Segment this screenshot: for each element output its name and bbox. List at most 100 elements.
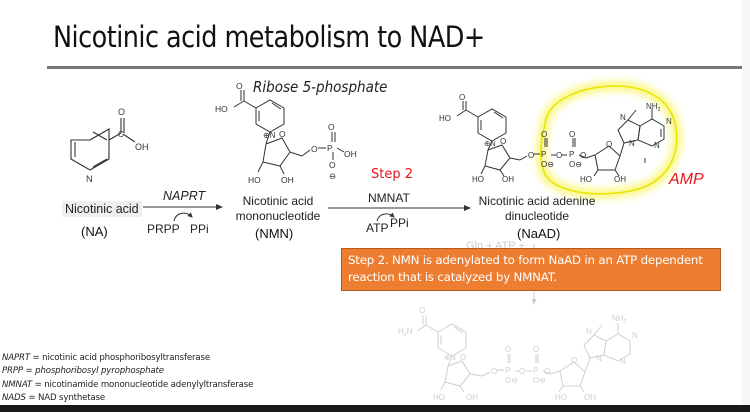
- abbreviation-legend: NAPRT = nicotinic acid phosphoribosyltra…: [2, 352, 253, 405]
- prpp-substrate-label: PRPP: [147, 222, 180, 236]
- legend-row-naprt: NAPRT = nicotinic acid phosphoribosyltra…: [2, 353, 210, 363]
- svg-text:HO: HO: [433, 393, 445, 402]
- nmn-abbreviation: (NMN): [255, 226, 294, 241]
- svg-text:OH: OH: [281, 175, 294, 185]
- svg-text:⊕N: ⊕N: [263, 131, 276, 140]
- atp-substrate-label: ATP: [366, 221, 389, 235]
- svg-text:O: O: [459, 93, 465, 102]
- svg-text:N: N: [620, 357, 626, 366]
- chemical-structures-diagram: O C OH N O HO: [70, 81, 682, 402]
- svg-text:H2N: H2N: [398, 327, 413, 338]
- ppi-product-label-2: PPi: [390, 216, 409, 230]
- svg-text:O: O: [419, 306, 425, 315]
- svg-text:C: C: [118, 130, 124, 139]
- nmn-atom-labels: O HO ⊕N O O P O OH O ⊖ HO OH: [215, 81, 357, 185]
- svg-text:OH: OH: [614, 175, 626, 184]
- naad-structure: [456, 101, 665, 177]
- svg-text:O: O: [505, 345, 511, 354]
- svg-text:OH: OH: [135, 142, 149, 152]
- svg-text:P: P: [327, 143, 333, 153]
- amp-label: AMP: [669, 171, 704, 188]
- svg-text:O: O: [118, 107, 125, 117]
- svg-text:N: N: [632, 331, 638, 340]
- svg-text:O⊖: O⊖: [569, 160, 582, 169]
- svg-text:P: P: [569, 150, 574, 159]
- svg-text:HO: HO: [215, 104, 228, 114]
- svg-text:O: O: [533, 345, 539, 354]
- svg-text:O: O: [541, 130, 547, 139]
- svg-text:O: O: [279, 129, 286, 139]
- svg-text:O: O: [311, 144, 318, 154]
- svg-text:OH: OH: [344, 149, 357, 159]
- reaction-arrow-2: [328, 205, 471, 222]
- svg-text:O: O: [606, 140, 612, 149]
- svg-text:O: O: [329, 160, 336, 170]
- svg-text:OH: OH: [466, 393, 478, 402]
- svg-text:O: O: [519, 367, 525, 376]
- svg-text:O: O: [569, 130, 575, 139]
- naprt-enzyme-label: NAPRT: [163, 189, 206, 203]
- svg-text:NH2: NH2: [612, 314, 627, 325]
- nicotinic-acid-structure: [70, 118, 136, 171]
- svg-text:O: O: [571, 356, 577, 365]
- nad-faded-structure: [416, 315, 631, 393]
- svg-text:O: O: [580, 151, 586, 160]
- svg-text:N: N: [620, 113, 626, 122]
- svg-text:N: N: [629, 139, 635, 148]
- svg-text:HO: HO: [248, 175, 261, 185]
- nmn-label-line2: mononucleotide: [235, 209, 321, 223]
- svg-text:O: O: [328, 122, 335, 132]
- slide-title: Nicotinic acid metabolism to NAD+: [53, 20, 485, 54]
- svg-text:OH: OH: [584, 393, 596, 402]
- nicotinic-acid-label: Nicotinic acid: [62, 201, 142, 217]
- svg-text:P: P: [505, 366, 510, 375]
- bottom-black-bar: [0, 405, 750, 412]
- svg-text:N: N: [654, 141, 660, 150]
- svg-text:O: O: [500, 137, 506, 146]
- svg-text:HO: HO: [580, 175, 592, 184]
- svg-text:O⊖: O⊖: [541, 160, 554, 169]
- title-divider: [47, 66, 742, 69]
- naad-abbreviation: (NaAD): [517, 226, 561, 241]
- svg-text:O: O: [491, 367, 497, 376]
- svg-text:⊖: ⊖: [329, 171, 336, 181]
- svg-text:O: O: [528, 151, 534, 160]
- legend-row-prpp: PRPP = phosphoribosyl pyrophosphate: [2, 366, 164, 377]
- ppi-product-label-1: PPi: [190, 222, 209, 236]
- slide-canvas: Nicotinic acid metabolism to NAD+ Ribose…: [2, 20, 742, 405]
- nmn-label: Nicotinic acid mononucleotide: [230, 194, 326, 224]
- svg-text:N: N: [86, 174, 93, 184]
- svg-text:P: P: [533, 366, 538, 375]
- nicotinic-acid-atom-labels: O C OH N: [86, 107, 149, 184]
- amp-highlight: [536, 81, 682, 199]
- svg-text:P: P: [541, 150, 546, 159]
- svg-text:⊕N: ⊕N: [484, 139, 496, 148]
- step-2-callout-box: Step 2. NMN is adenylated to form NaAD i…: [341, 248, 721, 291]
- na-abbreviation: (NA): [81, 224, 108, 239]
- svg-text:⊕N: ⊕N: [444, 353, 456, 362]
- svg-text:O: O: [236, 81, 243, 91]
- nmnat-enzyme-label: NMNAT: [368, 191, 410, 205]
- svg-text:HO: HO: [472, 175, 484, 184]
- nmn-label-line1: Nicotinic acid: [242, 194, 314, 208]
- naad-label: Nicotinic acid adenine dinucleotide: [472, 194, 602, 224]
- svg-text:O: O: [556, 151, 562, 160]
- svg-text:O: O: [460, 353, 466, 362]
- legend-row-nads: NADS = NAD synthetase: [2, 392, 106, 403]
- legend-row-nmnat: NMNAT = nicotinamide mononucleotide aden…: [2, 379, 254, 390]
- step-2-label: Step 2: [371, 167, 414, 182]
- svg-text:N: N: [666, 117, 672, 126]
- reaction-arrow-1: [143, 204, 223, 222]
- svg-text:N: N: [596, 354, 602, 363]
- ribose-5-phosphate-label: Ribose 5-phosphate: [253, 78, 388, 96]
- svg-text:N: N: [586, 327, 592, 336]
- naad-label-line1: Nicotinic acid adenine: [478, 194, 596, 208]
- svg-text:OH: OH: [502, 175, 514, 184]
- naad-atom-labels: O HO ⊕N O O P O O⊖ O P O O⊖ O O HO OH HO…: [439, 93, 672, 184]
- svg-text:HO: HO: [439, 114, 451, 123]
- naad-label-line2: dinucleotide: [504, 209, 570, 223]
- svg-text:HO: HO: [555, 393, 567, 402]
- slide-right-margin: [742, 0, 750, 405]
- svg-text:O⊖: O⊖: [505, 376, 518, 385]
- nad-faded-atom-labels: O H2N ⊕N O O P O O⊖ O P O O⊖ O O HO OH H…: [398, 306, 638, 402]
